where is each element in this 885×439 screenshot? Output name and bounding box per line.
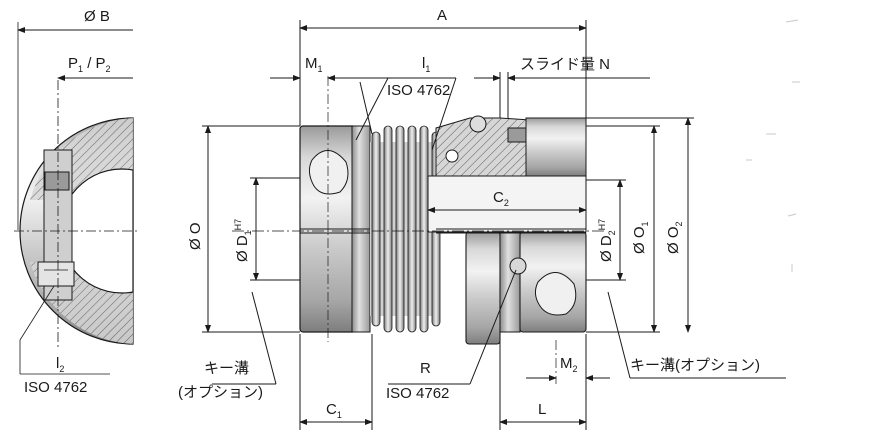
dim-label-O2: Ø O2 <box>665 221 684 254</box>
dim-label-l2: l2 <box>56 355 65 374</box>
dim-label-M1: M1 <box>305 55 323 74</box>
slide-amount-label: スライド量 N <box>520 56 611 73</box>
dim-label-M2: M2 <box>560 355 578 374</box>
dim-label-B: Ø B <box>84 8 110 25</box>
left-hub-screw-hole <box>308 150 349 195</box>
iso-label-left: ISO 4762 <box>24 379 88 396</box>
iso-label-top: ISO 4762 <box>387 82 451 99</box>
dim-label-L: L <box>538 401 547 418</box>
dimensions <box>202 20 786 430</box>
keyway-label-left-1: キー溝 <box>204 360 250 377</box>
dim-label-C2: C2 <box>493 189 509 208</box>
clamp-screw-head <box>37 261 75 287</box>
iso-label-bottom: ISO 4762 <box>386 385 450 402</box>
right-flange <box>465 231 501 345</box>
dim-label-O1: Ø O1 <box>631 221 650 254</box>
side-view <box>14 22 140 375</box>
dim-label-D2: Ø D2H7 <box>597 218 617 262</box>
metal-bellows <box>370 125 441 333</box>
front-view <box>232 76 606 384</box>
ball-detent <box>469 115 487 133</box>
right-hub-screw-hole <box>534 272 577 316</box>
edge-marks <box>746 19 800 272</box>
dim-label-A: A <box>437 7 448 24</box>
spring-pin <box>509 257 527 275</box>
dim-label-P1-P2: P1 / P2 <box>68 55 111 74</box>
dim-label-D1: Ø D1H7 <box>233 218 253 262</box>
dim-label-C1: C1 <box>326 401 342 420</box>
dim-label-l1: l1 <box>422 55 431 74</box>
keyway-label-left-2: (オプション) <box>178 384 263 401</box>
dim-label-R: R <box>420 360 431 377</box>
dim-label-O: Ø O <box>187 222 204 250</box>
keyway-label-right: キー溝(オプション) <box>630 357 760 374</box>
